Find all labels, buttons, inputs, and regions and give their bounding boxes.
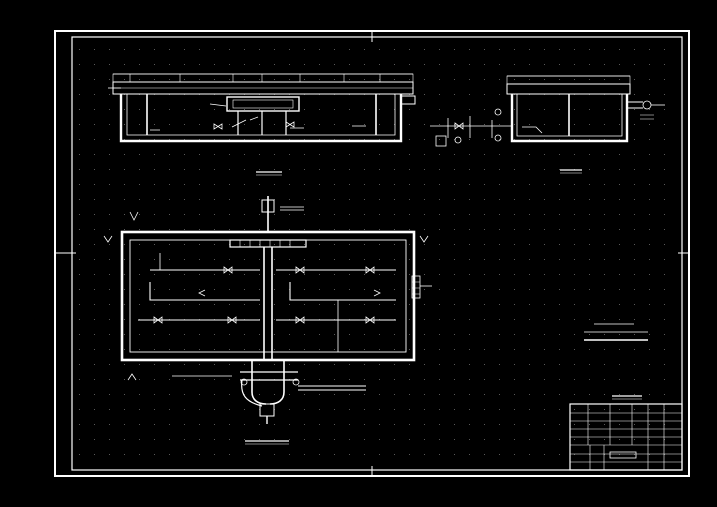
inlet-valve-box	[261, 199, 275, 213]
tank-outline-b	[510, 94, 629, 143]
north-mark-tl	[129, 211, 139, 221]
plan-tank-outer	[120, 230, 416, 362]
inlet-manifold	[229, 239, 307, 248]
equipment-box	[435, 135, 447, 147]
notes-block	[584, 323, 648, 341]
valve-l1	[223, 266, 233, 274]
elevation-section-a	[108, 73, 416, 143]
valve-symbol-right	[285, 121, 295, 128]
central-wall	[263, 247, 273, 360]
title-name-cell	[609, 451, 637, 459]
valve-l3	[153, 316, 163, 324]
outlet-right	[401, 95, 416, 105]
valve-r2	[365, 266, 375, 274]
valve-symbol-left	[213, 123, 223, 130]
valve-r4	[365, 316, 375, 324]
sump-slot	[232, 99, 294, 109]
manifold-ticks	[239, 240, 291, 247]
inlet-label-line	[280, 206, 304, 211]
valve-r1	[295, 266, 305, 274]
valve-l2	[227, 316, 237, 324]
title-block-lower-cols	[589, 445, 605, 470]
elevation-section-b	[430, 75, 665, 147]
right-pipe-main	[289, 282, 396, 301]
valve-r3	[295, 316, 305, 324]
overflow-ladder	[411, 275, 421, 299]
pipe-assembly-left	[430, 116, 512, 138]
outlet-b-right	[627, 101, 643, 109]
fitting-c1	[240, 378, 248, 386]
north-mark-ml	[103, 235, 113, 243]
section-a-label	[256, 171, 282, 176]
north-mark-bl	[127, 373, 137, 381]
pipe-b-left	[522, 126, 543, 134]
dimension-ticks	[129, 74, 381, 82]
tank-outline	[119, 94, 403, 143]
dot-grid	[78, 42, 676, 466]
title-block-cols	[587, 404, 665, 470]
plan-view	[103, 196, 432, 424]
fitting-c2	[292, 378, 300, 386]
central-sump	[226, 96, 300, 112]
north-mark-tr	[419, 235, 429, 243]
gauge-1	[454, 136, 462, 144]
outlet-header-right	[298, 385, 366, 391]
pipe-branch-left	[209, 103, 227, 107]
outlet-sweep	[241, 379, 263, 407]
section-b-label	[560, 169, 582, 174]
gauge-3	[494, 134, 502, 142]
pipe-fitting-1	[150, 125, 366, 131]
ladder-rungs	[412, 281, 420, 295]
fitting-b	[640, 114, 654, 120]
arrow-l	[198, 289, 206, 297]
plan-view-label	[245, 440, 289, 445]
pipe-branch-mid	[231, 116, 259, 128]
gauge-2	[494, 108, 502, 116]
left-pipe-main	[149, 282, 260, 301]
title-block	[569, 403, 683, 471]
valve-b	[454, 122, 464, 130]
title-block-caption	[612, 395, 642, 400]
arrow-r	[373, 289, 381, 297]
outlet-pipe-main	[240, 371, 298, 381]
tank-inner-outline	[126, 94, 396, 136]
title-block-rows	[570, 412, 682, 463]
